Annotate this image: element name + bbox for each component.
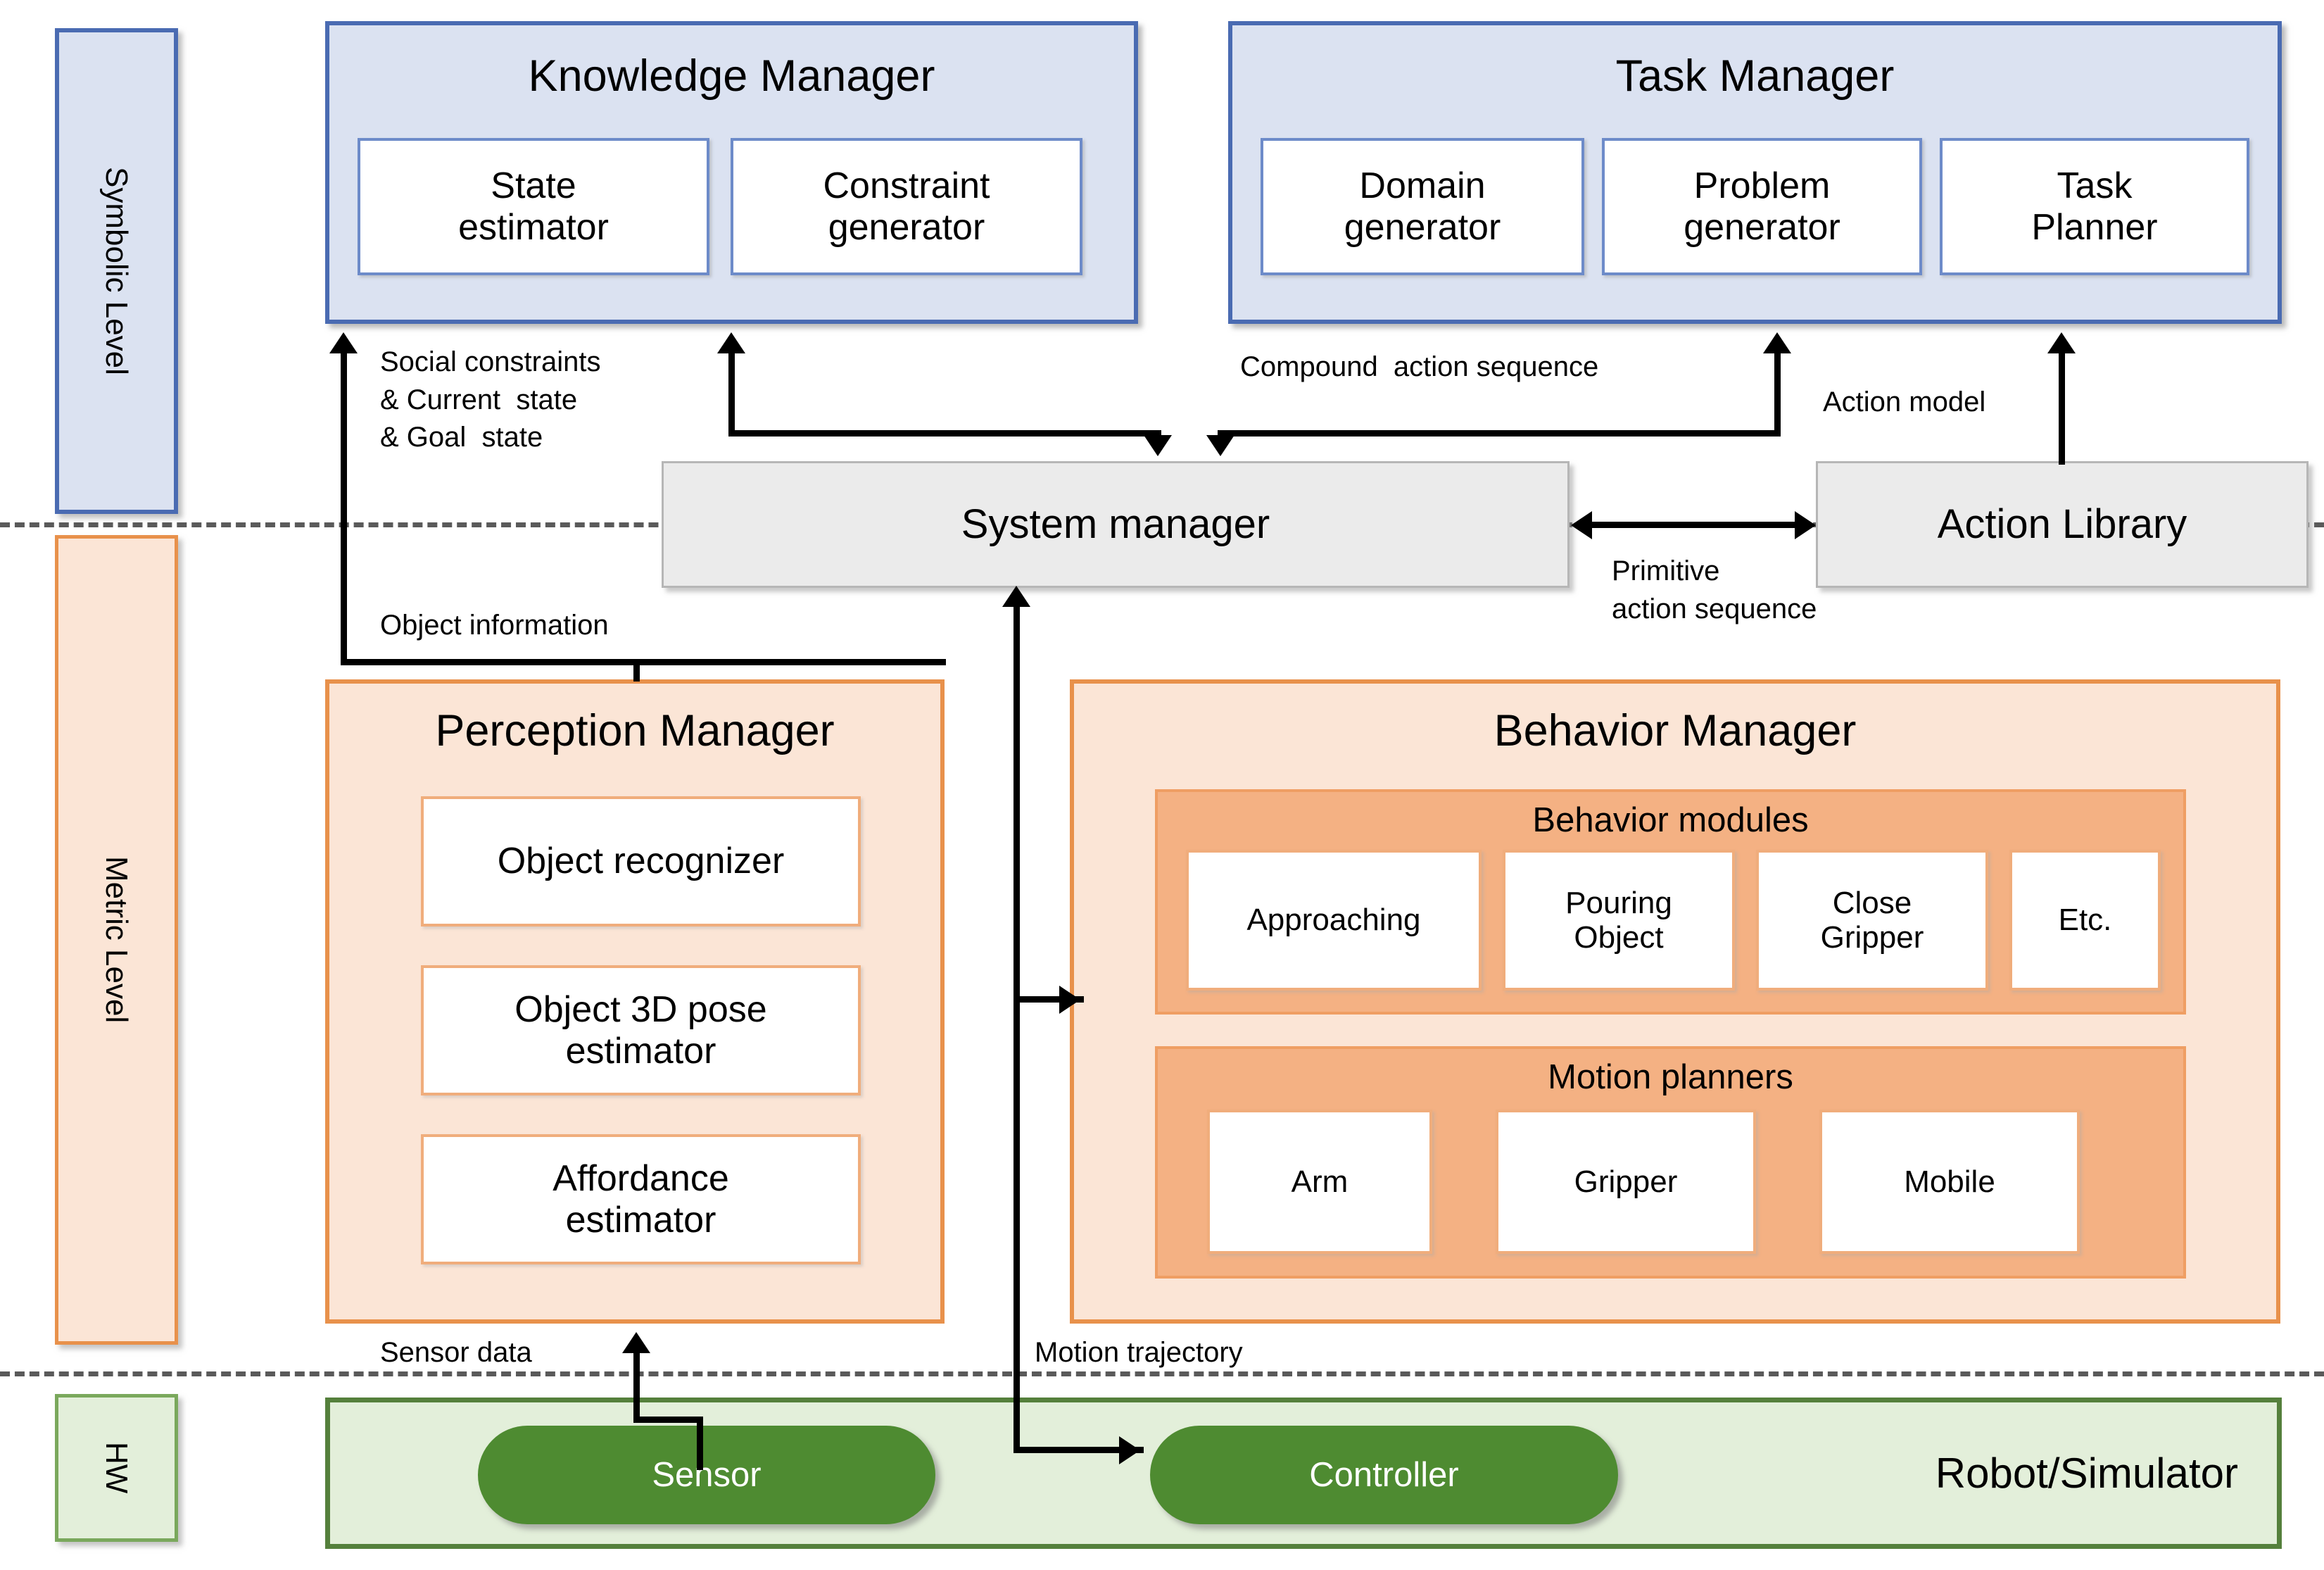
arrowhead-action-model bbox=[2047, 332, 2076, 353]
motion-planner-mobile[interactable]: Mobile bbox=[1819, 1110, 2080, 1254]
arrowhead-into-controller bbox=[1119, 1436, 1140, 1464]
behavior-modules-group: Behavior modules Approaching Pouring Obj… bbox=[1155, 789, 2186, 1015]
level-label-metric: Metric Level bbox=[99, 856, 134, 1024]
node-controller[interactable]: Controller bbox=[1150, 1426, 1618, 1524]
behavior-module-pouring-object[interactable]: Pouring Object bbox=[1503, 850, 1735, 991]
flow-label-motion-trajectory: Motion trajectory bbox=[1035, 1337, 1243, 1368]
conn-compound-horizontal bbox=[1218, 430, 1781, 437]
conn-sensor-horizontal bbox=[633, 1417, 703, 1423]
conn-primitive-double-arrow bbox=[1592, 522, 1796, 528]
conn-sysmgr-to-behavior bbox=[1013, 996, 1084, 1003]
module-task-planner[interactable]: Task Planner bbox=[1940, 138, 2249, 275]
module-problem-generator[interactable]: Problem generator bbox=[1602, 138, 1922, 275]
behavior-module-close-gripper[interactable]: Close Gripper bbox=[1756, 850, 1988, 991]
module-affordance-estimator[interactable]: Affordance estimator bbox=[421, 1134, 861, 1264]
perception-manager-panel: Perception Manager Object recognizer Obj… bbox=[325, 679, 945, 1324]
conn-sensor-vertical-high bbox=[633, 1352, 640, 1421]
knowledge-manager-panel: Knowledge Manager State estimator Constr… bbox=[325, 21, 1138, 324]
arrowhead-motion-trajectory-up bbox=[1002, 586, 1030, 607]
level-bar-hw: HW bbox=[55, 1394, 178, 1542]
flow-label-action-model: Action model bbox=[1823, 387, 1986, 417]
flow-label-object-information: Object information bbox=[380, 610, 609, 641]
level-label-hw: HW bbox=[99, 1442, 134, 1494]
module-state-estimator[interactable]: State estimator bbox=[358, 138, 709, 275]
system-manager-box[interactable]: System manager bbox=[662, 461, 1570, 588]
level-bar-symbolic: Symbolic Level bbox=[55, 28, 178, 514]
behavior-manager-panel: Behavior Manager Behavior modules Approa… bbox=[1070, 679, 2280, 1324]
knowledge-manager-title: Knowledge Manager bbox=[528, 51, 935, 101]
module-constraint-generator[interactable]: Constraint generator bbox=[731, 138, 1082, 275]
flow-label-compound-action-sequence: Compound action sequence bbox=[1240, 351, 1599, 382]
divider-metric-hw bbox=[0, 1371, 2324, 1376]
arrowhead-compound-to-task-manager bbox=[1763, 332, 1791, 353]
module-domain-generator[interactable]: Domain generator bbox=[1261, 138, 1584, 275]
robot-simulator-band: Sensor Controller Robot/Simulator bbox=[325, 1398, 2282, 1549]
arrowhead-into-sysmgr-left bbox=[1144, 435, 1172, 456]
module-object-recognizer[interactable]: Object recognizer bbox=[421, 796, 861, 927]
conn-compound-vertical-up bbox=[1774, 352, 1781, 434]
conn-perception-stub bbox=[633, 659, 640, 682]
arrowhead-sysmgr-to-km bbox=[717, 332, 745, 353]
behavior-manager-title: Behavior Manager bbox=[1493, 705, 1857, 755]
conn-object-info-horizontal bbox=[341, 659, 946, 665]
perception-manager-title: Perception Manager bbox=[435, 705, 835, 755]
conn-motion-trajectory-vertical bbox=[1013, 605, 1020, 1447]
arrowhead-primitive-left bbox=[1571, 511, 1592, 539]
conn-sysmgr-to-km-vertical bbox=[728, 352, 735, 437]
motion-planners-group: Motion planners Arm Gripper Mobile bbox=[1155, 1046, 2186, 1279]
behavior-module-etc[interactable]: Etc. bbox=[2009, 850, 2161, 991]
conn-to-controller bbox=[1013, 1447, 1144, 1453]
level-label-symbolic: Symbolic Level bbox=[99, 167, 134, 375]
node-sensor[interactable]: Sensor bbox=[478, 1426, 935, 1524]
task-manager-panel: Task Manager Domain generator Problem ge… bbox=[1228, 21, 2282, 324]
arrowhead-into-sysmgr-right bbox=[1206, 435, 1234, 456]
arrowhead-primitive-right bbox=[1795, 511, 1816, 539]
conn-action-model-vertical bbox=[2059, 352, 2065, 465]
arrowhead-sensor-data bbox=[622, 1332, 650, 1353]
task-manager-title: Task Manager bbox=[1615, 51, 1895, 101]
flow-label-sensor-data: Sensor data bbox=[380, 1337, 532, 1368]
flow-label-primitive-action-sequence: Primitive action sequence bbox=[1612, 555, 1817, 624]
action-library-box[interactable]: Action Library bbox=[1816, 461, 2309, 588]
motion-planners-title: Motion planners bbox=[1548, 1057, 1793, 1096]
module-object-3d-pose-estimator[interactable]: Object 3D pose estimator bbox=[421, 965, 861, 1095]
conn-sensor-vertical-low bbox=[697, 1421, 703, 1470]
arrowhead-into-behavior-manager bbox=[1059, 986, 1080, 1014]
level-bar-metric: Metric Level bbox=[55, 535, 178, 1345]
motion-planner-arm[interactable]: Arm bbox=[1207, 1110, 1432, 1254]
behavior-modules-title: Behavior modules bbox=[1532, 800, 1809, 839]
conn-sysmgr-to-km-horizontal bbox=[728, 430, 1161, 437]
motion-planner-gripper[interactable]: Gripper bbox=[1496, 1110, 1756, 1254]
conn-object-info-vertical bbox=[341, 352, 347, 665]
flow-label-social-constraints: Social constraints & Current state & Goa… bbox=[380, 346, 601, 453]
arrowhead-to-knowledge-manager bbox=[329, 332, 358, 353]
robot-simulator-title: Robot/Simulator bbox=[1935, 1449, 2238, 1497]
behavior-module-approaching[interactable]: Approaching bbox=[1186, 850, 1482, 991]
